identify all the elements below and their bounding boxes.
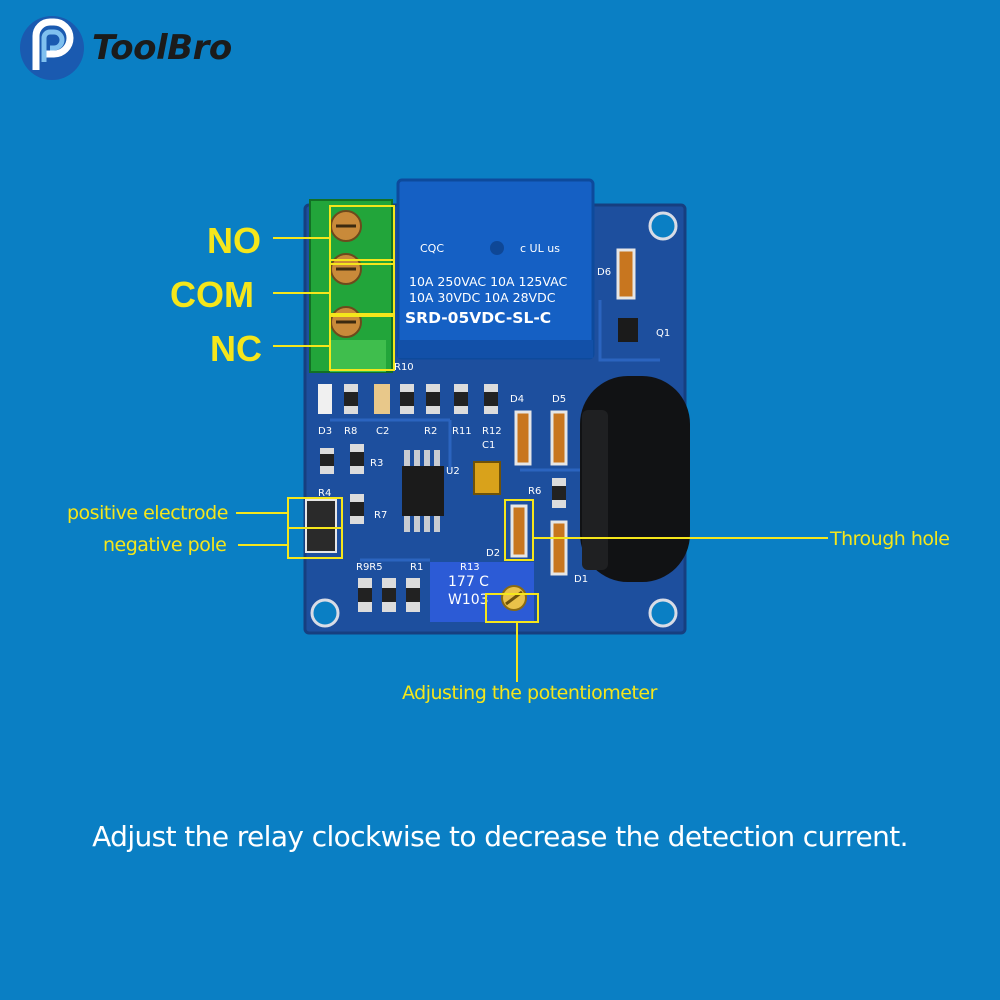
silk-r11: R11 <box>452 426 472 437</box>
callouts <box>236 205 828 682</box>
current-transformer <box>580 376 690 582</box>
silk-d4: D4 <box>510 394 524 405</box>
toolbro-logo-icon <box>20 16 84 80</box>
relay-rating-line1: 10A 250VAC 10A 125VAC <box>409 274 567 289</box>
silk-d3: D3 <box>318 426 332 437</box>
tantalum-capacitor <box>473 461 501 495</box>
label-negative-pole: negative pole <box>103 534 227 556</box>
silk-d5: D5 <box>552 394 566 405</box>
smd-components <box>305 248 638 612</box>
screw-terminal-block <box>309 199 393 373</box>
silk-r7: R7 <box>374 510 387 521</box>
silk-c2: C2 <box>376 426 389 437</box>
silk-r6: R6 <box>528 486 541 497</box>
relay-rating-line2: 10A 30VDC 10A 28VDC <box>409 290 556 305</box>
op-amp-ic <box>402 450 444 532</box>
label-no: NO <box>207 220 261 261</box>
cqc-mark: CQC <box>420 242 444 255</box>
silk-u2: U2 <box>446 466 460 477</box>
pot-marking-2: W103 <box>448 592 489 608</box>
relay-model: SRD-05VDC-SL-C <box>405 309 551 327</box>
silk-r1: R1 <box>410 562 423 573</box>
silk-d1: D1 <box>574 574 588 585</box>
label-through-hole: Through hole <box>830 528 950 550</box>
potentiometer: 177 C W103 <box>430 562 534 622</box>
label-adjusting-potentiometer: Adjusting the potentiometer <box>402 682 657 704</box>
silk-r9r5: R9R5 <box>356 562 383 573</box>
silk-r2: R2 <box>424 426 437 437</box>
label-nc: NC <box>210 328 262 369</box>
label-positive-electrode: positive electrode <box>67 502 228 524</box>
ul-mark: c UL us <box>520 242 560 255</box>
silk-r3: R3 <box>370 458 383 469</box>
silk-c1: C1 <box>482 440 495 451</box>
silk-r12: R12 <box>482 426 502 437</box>
label-com: COM <box>170 274 254 315</box>
brand-logo: ToolBro <box>18 14 232 82</box>
caption-text: Adjust the relay clockwise to decrease t… <box>92 820 908 853</box>
relay: CQC c UL us 10A 250VAC 10A 125VAC 10A 30… <box>396 178 595 360</box>
silk-d2: D2 <box>486 548 500 559</box>
silk-r8: R8 <box>344 426 357 437</box>
silk-r13: R13 <box>460 562 480 573</box>
pot-marking-1: 177 C <box>448 574 489 590</box>
silk-q1: Q1 <box>656 328 670 339</box>
silk-r4: R4 <box>318 488 331 499</box>
silk-r10: R10 <box>394 362 414 373</box>
brand-name: ToolBro <box>92 28 232 68</box>
silk-d6: D6 <box>597 267 611 278</box>
